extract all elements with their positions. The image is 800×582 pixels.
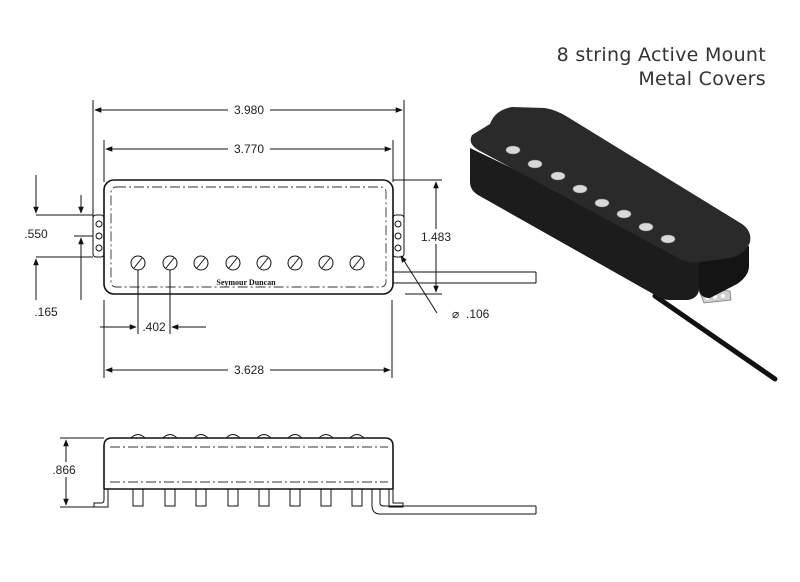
dim-mount-hole-spacing: .550 [24, 227, 48, 241]
dim-pole-span: 3.628 [234, 363, 264, 377]
dim-height: 1.483 [421, 230, 451, 244]
render-tab-hole [721, 294, 725, 298]
pickup-cover-outline [103, 179, 394, 295]
mount-hole [394, 220, 402, 228]
mount-hole [394, 244, 402, 252]
side-lead-wire [379, 489, 536, 507]
render-pole [660, 234, 676, 244]
render-pole-pieces [505, 145, 676, 244]
dim-pole-spacing: .402 [142, 320, 166, 334]
render-pole [527, 159, 543, 169]
diameter-symbol: ⌀ [452, 307, 459, 321]
render-pole [505, 145, 521, 155]
render-tab-hole [713, 295, 717, 299]
pickup-inner-outline [110, 186, 387, 288]
render-pole [572, 184, 588, 194]
dim-label-bg [48, 462, 84, 477]
mount-hole [95, 232, 103, 240]
render-lead-wire [652, 293, 778, 382]
dim-label-bg [18, 226, 52, 241]
diagram-title-line-2: Metal Covers [638, 68, 766, 90]
render-pole [550, 171, 566, 181]
mounting-ear-right [392, 214, 405, 258]
pole-piece [287, 255, 303, 271]
dim-mount-hole-diameter: .106 [466, 307, 490, 321]
pole-piece [349, 255, 365, 271]
side-pole-legs [132, 488, 363, 507]
pole-piece [256, 255, 272, 271]
dim-label-bg [228, 362, 270, 377]
pole-piece [162, 255, 178, 271]
brand-logo-text: Seymour Duncan [216, 278, 276, 287]
pickup-3d-render [470, 107, 778, 382]
dim-overall-length: 3.980 [234, 103, 264, 117]
mount-hole [95, 244, 103, 252]
side-pole-tops [130, 434, 365, 439]
dim-cover-length: 3.770 [234, 142, 264, 156]
mount-hole [394, 232, 402, 240]
pole-piece [193, 255, 209, 271]
side-cover-outline [103, 437, 394, 489]
render-pole [638, 222, 654, 232]
dim-label-bg [418, 229, 456, 244]
top-view: 3.980 3.770 Seymour Duncan [18, 100, 537, 378]
side-lead-wire [371, 489, 536, 515]
render-cover-top [470, 107, 751, 263]
pole-piece [130, 255, 146, 271]
render-pole [594, 198, 610, 208]
render-cover-side [470, 148, 699, 300]
side-mount-tab-right [388, 489, 404, 508]
side-mount-tab-left [93, 489, 109, 508]
pole-piece [318, 255, 334, 271]
pole-pieces [130, 255, 365, 271]
side-view: .866 [48, 434, 537, 515]
mount-hole [95, 220, 103, 228]
dim-mount-offset: .165 [34, 305, 58, 319]
dim-depth: .866 [52, 463, 76, 477]
dim-leader-hole-diameter [400, 255, 438, 314]
dim-label-bg [228, 102, 270, 117]
pole-piece [225, 255, 241, 271]
dim-label-bg [228, 141, 270, 156]
render-pole [616, 209, 632, 219]
diagram-title-line-1: 8 string Active Mount [556, 44, 766, 66]
